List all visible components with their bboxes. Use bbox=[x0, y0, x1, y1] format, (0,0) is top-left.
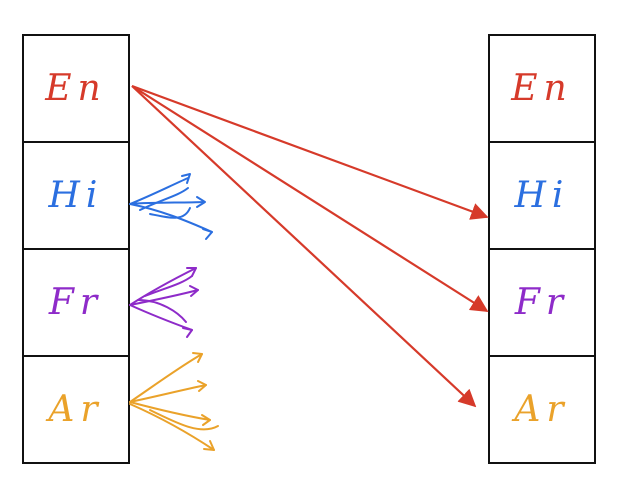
source-language-stack: En Hi Fr Ar bbox=[22, 34, 130, 464]
ar-scribble-arrows bbox=[129, 352, 219, 451]
source-label-ar: Ar bbox=[48, 389, 104, 430]
source-label-hi: Hi bbox=[48, 175, 104, 216]
target-label-fr: Fr bbox=[514, 282, 570, 323]
target-cell-fr: Fr bbox=[490, 250, 594, 357]
fr-scribble-arrows bbox=[129, 267, 199, 338]
arrow-en-to-fr bbox=[131, 85, 489, 312]
target-language-stack: En Hi Fr Ar bbox=[488, 34, 596, 464]
source-label-en: En bbox=[45, 68, 107, 109]
source-cell-en: En bbox=[24, 36, 128, 143]
source-label-fr: Fr bbox=[48, 282, 104, 323]
target-label-en: En bbox=[511, 68, 573, 109]
arrow-en-to-ar bbox=[131, 85, 477, 408]
target-cell-en: En bbox=[490, 36, 594, 143]
arrow-en-to-hi bbox=[131, 84, 489, 220]
hi-scribble-arrows bbox=[129, 173, 213, 240]
target-cell-ar: Ar bbox=[490, 357, 594, 462]
target-label-hi: Hi bbox=[514, 175, 570, 216]
target-cell-hi: Hi bbox=[490, 143, 594, 250]
source-cell-hi: Hi bbox=[24, 143, 128, 250]
source-cell-fr: Fr bbox=[24, 250, 128, 357]
target-label-ar: Ar bbox=[514, 389, 570, 430]
source-cell-ar: Ar bbox=[24, 357, 128, 462]
